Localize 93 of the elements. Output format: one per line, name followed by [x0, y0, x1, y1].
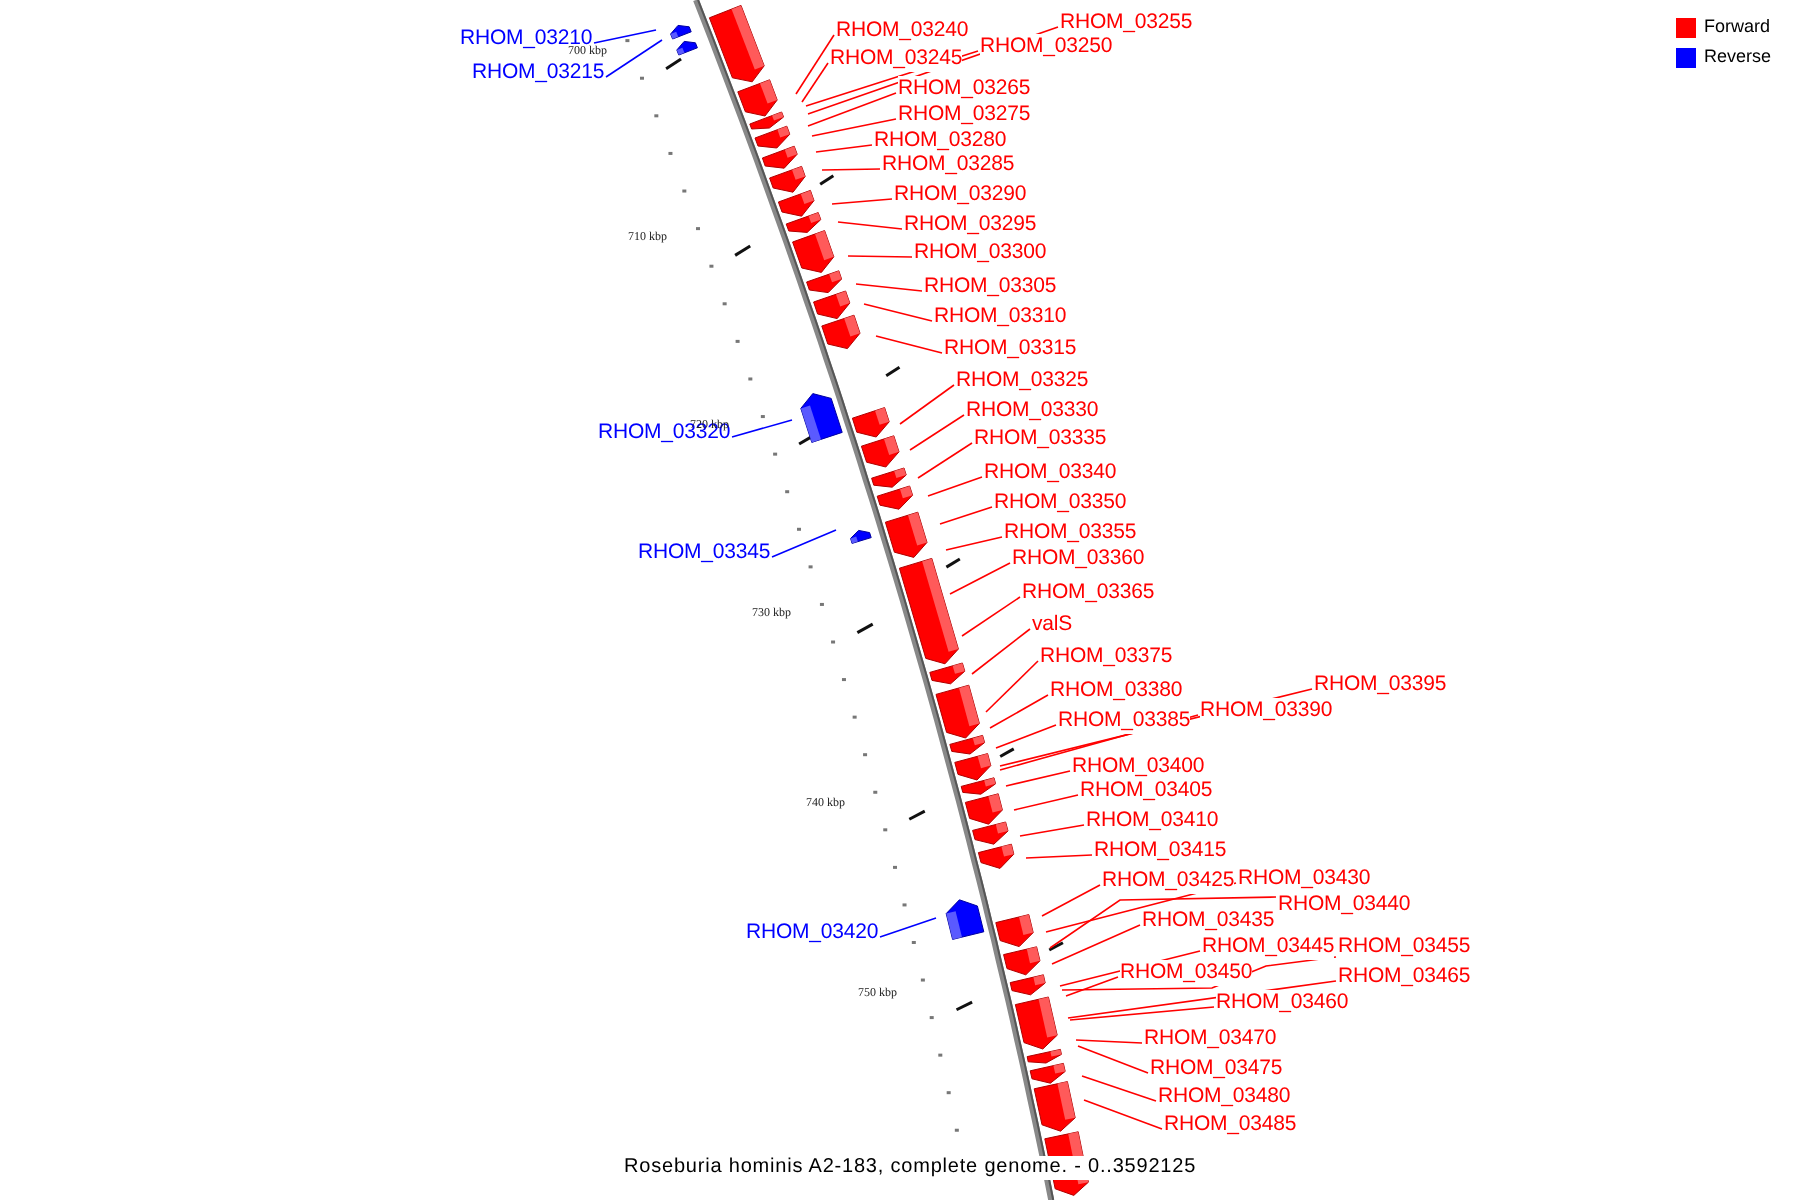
gene-label: RHOM_03390	[1200, 697, 1333, 723]
leader-line	[1081, 1075, 1157, 1102]
leader-line	[821, 168, 881, 171]
gene-label: RHOM_03415	[1094, 837, 1227, 863]
gene-label: RHOM_03385	[1058, 707, 1191, 733]
leader-line	[1077, 1045, 1149, 1074]
leader-line	[1051, 924, 1141, 965]
gene-label: RHOM_03470	[1144, 1025, 1277, 1051]
leader-line	[795, 34, 835, 95]
gene-label: RHOM_03450	[1120, 959, 1253, 985]
gene-label: RHOM_03255	[1060, 9, 1193, 35]
leader-line	[801, 62, 829, 103]
leader-line	[939, 506, 993, 525]
leader-line	[831, 198, 893, 205]
leader-line	[1025, 854, 1093, 859]
gene-label: RHOM_03475	[1150, 1055, 1283, 1081]
leader-line	[875, 335, 943, 354]
leader-line	[1069, 1006, 1215, 1021]
gene-label: RHOM_03285	[882, 151, 1015, 177]
leader-line	[771, 529, 837, 558]
leader-line	[985, 660, 1039, 713]
gene-label: RHOM_03465	[1338, 963, 1471, 989]
gene-label: RHOM_03365	[1022, 579, 1155, 605]
genome-caption: Roseburia hominis A2-183, complete genome. - 0..3592125	[622, 1156, 1199, 1180]
gene-label: RHOM_03350	[994, 489, 1127, 515]
gene-label: RHOM_03345	[638, 539, 771, 565]
gene-label: RHOM_03430	[1238, 865, 1371, 891]
gene-label: RHOM_03305	[924, 273, 1057, 299]
gene-label: RHOM_03400	[1072, 753, 1205, 779]
gene-label: RHOM_03240	[836, 17, 969, 43]
legend-label: Reverse	[1704, 46, 1772, 68]
gene-label: RHOM_03315	[944, 335, 1077, 361]
leader-line	[995, 724, 1057, 749]
leader-line	[593, 29, 657, 44]
leader-line	[899, 384, 955, 425]
gene-label: RHOM_03325	[956, 367, 1089, 393]
leader-line	[927, 476, 983, 497]
leader-line	[847, 255, 913, 258]
gene-label: RHOM_03265	[898, 75, 1031, 101]
gene-label: RHOM_03355	[1004, 519, 1137, 545]
leader-line	[1041, 884, 1101, 917]
gene-label: RHOM_03335	[974, 425, 1107, 451]
leader-line	[1049, 896, 1277, 949]
leader-line	[917, 442, 973, 479]
gene-label: RHOM_03395	[1314, 671, 1447, 697]
gene-label: RHOM_03405	[1080, 777, 1213, 803]
gene-label: RHOM_03300	[914, 239, 1047, 265]
leader-line	[945, 536, 1003, 551]
gene-label: RHOM_03425	[1102, 867, 1235, 893]
legend-label: Forward	[1704, 16, 1771, 38]
leader-line	[605, 39, 663, 78]
leader-line	[863, 303, 933, 322]
leader-line	[855, 283, 923, 292]
gene-label: RHOM_03440	[1278, 891, 1411, 917]
leader-line	[731, 419, 793, 438]
gene-label: RHOM_03360	[1012, 545, 1145, 571]
gene-label: RHOM_03480	[1158, 1083, 1291, 1109]
gene-label: RHOM_03330	[966, 397, 1099, 423]
gene-label: RHOM_03435	[1142, 907, 1275, 933]
gene-label: RHOM_03380	[1050, 677, 1183, 703]
gene-label: RHOM_03280	[874, 127, 1007, 153]
leader-line	[949, 562, 1011, 595]
leader-line	[989, 694, 1049, 729]
leader-line	[1019, 824, 1085, 837]
gene-label: RHOM_03455	[1338, 933, 1471, 959]
leader-line	[1083, 1099, 1163, 1130]
gene-label: RHOM_03310	[934, 303, 1067, 329]
gene-label: RHOM_03410	[1086, 807, 1219, 833]
leader-line	[1005, 770, 1071, 787]
gene-label: RHOM_03250	[980, 33, 1113, 59]
gene-label: RHOM_03420	[746, 919, 879, 945]
leader-line	[1013, 794, 1079, 811]
gene-label: RHOM_03375	[1040, 643, 1173, 669]
gene-label: RHOM_03290	[894, 181, 1027, 207]
leader-line	[909, 414, 965, 451]
gene-label: RHOM_03245	[830, 45, 963, 71]
leader-line	[961, 596, 1021, 637]
leader-line	[807, 92, 897, 127]
leader-line	[971, 628, 1031, 675]
gene-label: RHOM_03340	[984, 459, 1117, 485]
gene-label: RHOM_03275	[898, 101, 1031, 127]
gene-label: RHOM_03485	[1164, 1111, 1297, 1137]
gene-label: RHOM_03215	[472, 59, 605, 85]
leader-line	[815, 144, 873, 153]
leader-line	[1065, 976, 1119, 997]
gene-label: RHOM_03295	[904, 211, 1037, 237]
leader-line	[879, 917, 937, 938]
leader-line	[1075, 1039, 1143, 1044]
gene-label: valS	[1032, 611, 1073, 637]
leader-line	[837, 221, 903, 230]
gene-label: RHOM_03445	[1202, 933, 1335, 959]
leader-line	[811, 118, 897, 137]
gene-label: RHOM_03460	[1216, 989, 1349, 1015]
